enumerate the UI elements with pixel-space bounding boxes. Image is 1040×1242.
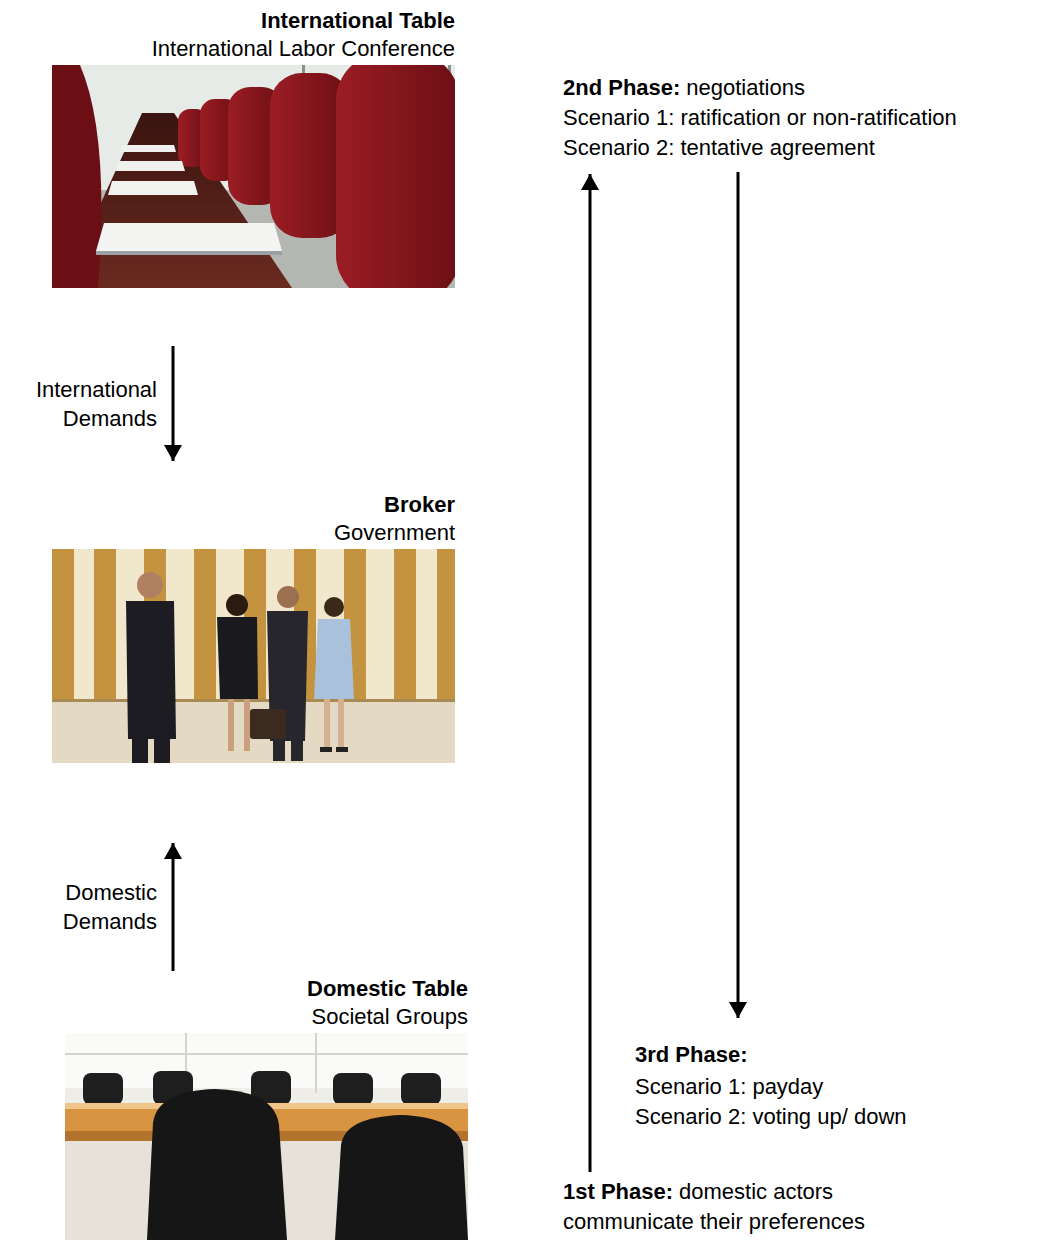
illustration-shape — [333, 1073, 373, 1105]
illustration-shape — [108, 181, 198, 195]
phase-arrow-down — [737, 172, 740, 1018]
illustration-shape — [291, 739, 303, 761]
illustration-shape — [137, 572, 163, 598]
phase-note: Scenario 2: voting up/ down — [635, 1104, 907, 1129]
illustration-shape — [65, 1033, 468, 1240]
illustration-shape — [52, 65, 101, 288]
arrow-label: Domestic Demands — [7, 878, 157, 936]
illustration-shape — [126, 601, 176, 739]
illustration-shape — [336, 747, 348, 752]
illustration-shape — [65, 1053, 468, 1055]
illustration-shape — [96, 251, 282, 255]
illustration-shape — [132, 737, 148, 763]
illustration-shape — [228, 699, 234, 751]
broker-box: BrokerGovernment — [52, 491, 455, 763]
illustration-shape — [336, 65, 455, 288]
table-title: International Table — [52, 7, 455, 35]
illustration-shape — [324, 699, 330, 749]
illustration-shape — [401, 1073, 441, 1105]
conference-table: International TableInternational Labor C… — [52, 7, 455, 288]
office-scene — [52, 549, 455, 763]
illustration-shape — [437, 549, 455, 699]
phase-heading: 1st Phase: — [563, 1179, 673, 1204]
conference-scene — [52, 65, 455, 288]
phase-line: Scenario 1: ratification or non-ratifica… — [563, 103, 957, 133]
phase-arrow-up — [589, 174, 592, 1172]
phase-note: Scenario 1: payday — [635, 1074, 823, 1099]
illustration-shape — [250, 709, 286, 739]
illustration-shape — [96, 223, 282, 251]
node-heading: BrokerGovernment — [52, 491, 455, 547]
phase-line: 3rd Phase: — [635, 1040, 753, 1070]
illustration-shape — [52, 699, 455, 763]
illustration-shape — [52, 699, 455, 702]
domestic-scene — [65, 1033, 468, 1240]
phase-line: Scenario 2: tentative agreement — [563, 133, 875, 163]
node-heading: Domestic TableSocietal Groups — [65, 975, 468, 1031]
phase-note: negotiations — [686, 75, 805, 100]
illustration-shape — [277, 586, 299, 608]
illustration-shape — [273, 739, 285, 761]
illustration-shape — [154, 737, 170, 763]
phase-heading: 2nd Phase: — [563, 75, 680, 100]
illustration-shape — [226, 594, 248, 616]
phase-note: Scenario 1: ratification or non-ratifica… — [563, 105, 957, 130]
illustration-shape — [94, 549, 116, 699]
table-subtitle: Government — [52, 519, 455, 547]
illustration-shape — [320, 747, 332, 752]
illustration-shape — [52, 549, 455, 763]
illustration-shape — [120, 145, 176, 152]
illustration-shape — [314, 619, 354, 699]
illustration-shape — [115, 161, 185, 171]
officials-photo — [52, 549, 455, 763]
illustration-shape — [394, 549, 416, 699]
phase-line: Scenario 2: voting up/ down — [635, 1102, 907, 1132]
table-subtitle: Societal Groups — [65, 1003, 468, 1031]
phase-line: 1st Phase:domestic actors communicate th… — [563, 1177, 903, 1237]
illustration-shape — [315, 1033, 317, 1093]
node-heading: International TableInternational Labor C… — [52, 7, 455, 63]
phase-line: 2nd Phase:negotiations — [563, 73, 805, 103]
demand-arrow — [172, 346, 175, 461]
table-title: Domestic Table — [65, 975, 468, 1003]
phase-note: Scenario 2: tentative agreement — [563, 135, 875, 160]
phase-heading: 3rd Phase: — [635, 1042, 748, 1067]
illustration-shape — [244, 699, 250, 751]
domestic-photo — [65, 1033, 468, 1240]
phase-line: Scenario 1: payday — [635, 1072, 823, 1102]
conference-photo — [52, 65, 455, 288]
illustration-shape — [217, 617, 258, 699]
illustration-shape — [338, 699, 344, 749]
table-title: Broker — [52, 491, 455, 519]
demand-arrow — [172, 843, 175, 971]
illustration-shape — [52, 549, 74, 699]
domestic-table: Domestic TableSocietal Groups — [65, 975, 468, 1240]
illustration-shape — [147, 1089, 287, 1240]
table-subtitle: International Labor Conference — [52, 35, 455, 63]
illustration-shape — [324, 597, 344, 617]
illustration-shape — [194, 549, 216, 699]
illustration-shape — [83, 1073, 123, 1105]
illustration-shape — [335, 1115, 468, 1240]
arrow-label: International Demands — [7, 375, 157, 433]
